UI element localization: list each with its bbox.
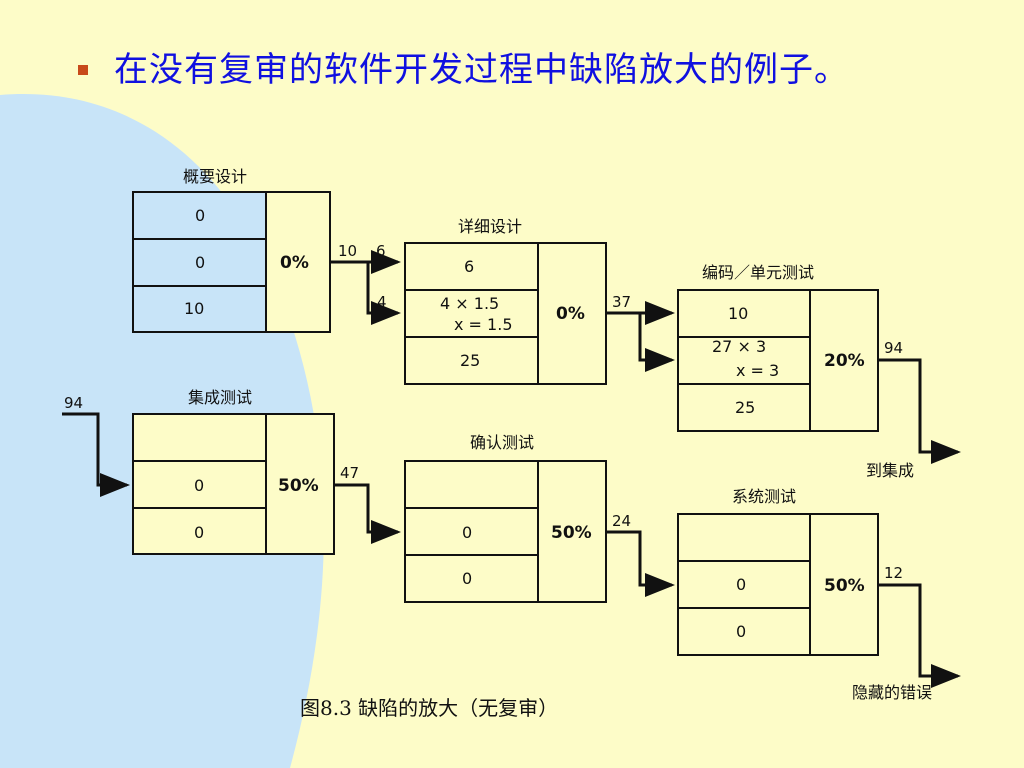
cell-value: 25	[460, 351, 480, 370]
stage-system	[677, 513, 879, 656]
bullet-icon	[78, 64, 88, 75]
title-row: 在没有复审的软件开发过程中缺陷放大的例子。	[78, 42, 849, 91]
flow-label: 6	[376, 242, 386, 260]
cell-value: x = 1.5	[454, 315, 513, 334]
flow-label: 37	[612, 293, 631, 311]
output-latent-errors: 隐藏的错误	[852, 683, 932, 702]
stage-name-prelim-design: 概要设计	[183, 167, 247, 186]
efficiency-pct: 50%	[551, 523, 592, 543]
cell-value: 0	[736, 575, 746, 594]
cell-value: 10	[728, 304, 748, 323]
stage-name-detail-design: 详细设计	[458, 217, 522, 236]
cell-value: 27 × 3	[712, 337, 766, 356]
cell-value: 0	[462, 569, 472, 588]
cell-value: 0	[194, 523, 204, 542]
flow-label: 24	[612, 512, 631, 530]
efficiency-pct: 0%	[556, 304, 585, 324]
cell-value: 0	[195, 253, 205, 272]
cell-value: 25	[735, 398, 755, 417]
flow-label: 10	[338, 242, 357, 260]
slide-title: 在没有复审的软件开发过程中缺陷放大的例子。	[114, 50, 849, 90]
cell-value: 0	[194, 476, 204, 495]
flow-label: 47	[340, 464, 359, 482]
efficiency-pct: 20%	[824, 351, 865, 371]
cell-value: x = 3	[736, 361, 779, 380]
cell-value: 10	[184, 299, 204, 318]
stage-name-code-unit: 编码／单元测试	[702, 263, 814, 282]
cell-value: 0	[462, 523, 472, 542]
flow-arrows	[62, 250, 961, 688]
efficiency-pct: 50%	[824, 576, 865, 596]
cell-value: 0	[736, 622, 746, 641]
efficiency-pct: 0%	[280, 253, 309, 273]
figure-caption: 图8.3 缺陷的放大（无复审）	[300, 696, 559, 720]
stage-prelim-design	[132, 191, 331, 333]
stage-name-system: 系统测试	[732, 487, 796, 506]
output-to-integration: 到集成	[866, 461, 914, 480]
flow-label: 94	[884, 339, 903, 357]
cell-value: 6	[464, 257, 474, 276]
stage-code-unit	[677, 289, 879, 432]
cell-value: 0	[195, 206, 205, 225]
stage-integration	[132, 413, 335, 555]
efficiency-pct: 50%	[278, 476, 319, 496]
stage-name-integration: 集成测试	[188, 388, 252, 407]
flow-label: 12	[884, 564, 903, 582]
flow-label: 4	[377, 293, 387, 311]
flow-label: 94	[64, 394, 83, 412]
cell-value: 4 × 1.5	[440, 294, 499, 313]
stage-name-validation: 确认测试	[470, 433, 534, 452]
stage-validation	[404, 460, 607, 603]
